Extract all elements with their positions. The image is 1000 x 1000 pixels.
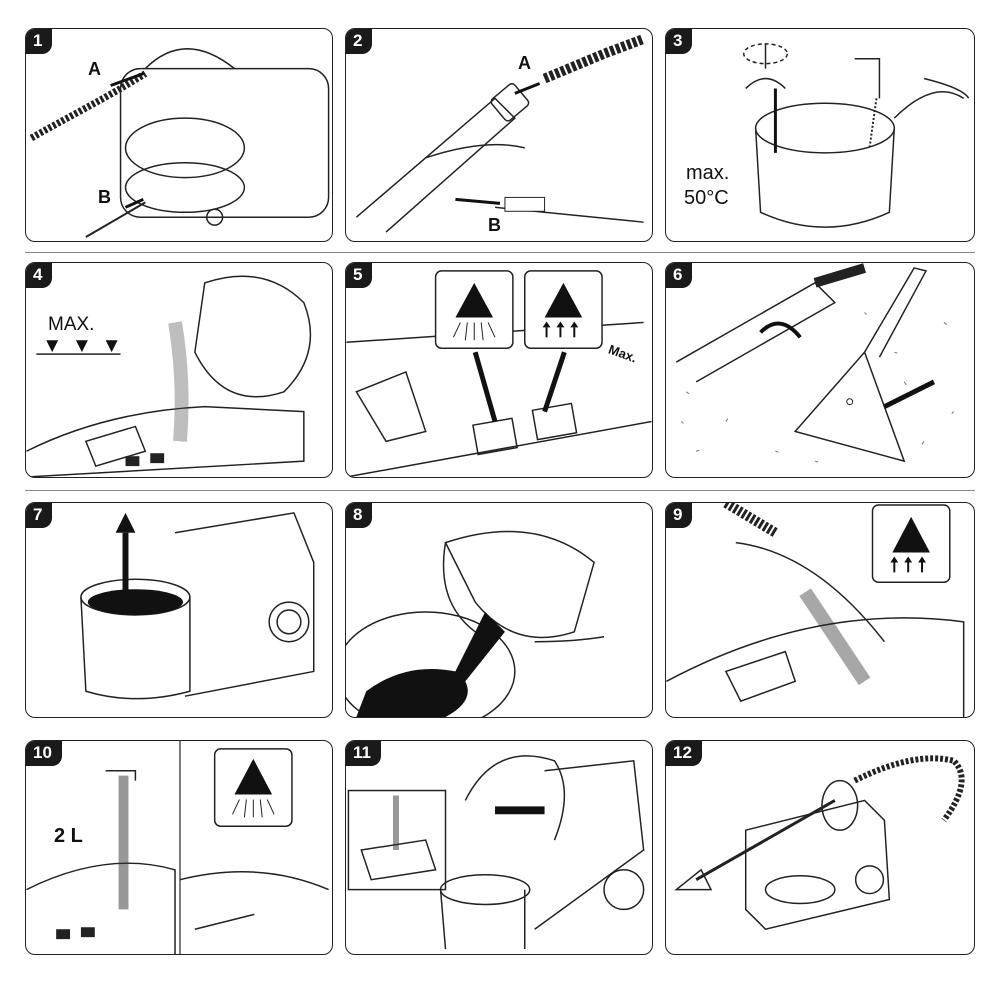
step-number: 11 — [346, 741, 381, 766]
clean-filter-illustration — [347, 755, 645, 950]
step-6-panel: 6 — [665, 262, 975, 478]
temperature-label: 50°C — [684, 187, 729, 209]
label-a: A — [88, 59, 101, 79]
fill-tank-illustration — [742, 43, 970, 228]
step-4-panel: 4 MAX. — [25, 262, 333, 478]
max-fill-label: MAX. — [48, 314, 95, 335]
step-11-panel: 11 — [345, 740, 653, 955]
step-number: 1 — [26, 29, 53, 54]
carpet-spraying-illustration — [675, 263, 955, 463]
select-mode-illustration — [346, 270, 652, 477]
row-divider — [25, 252, 975, 253]
step-number: 5 — [346, 263, 373, 288]
step-number: 12 — [666, 741, 702, 766]
step-number: 4 — [26, 263, 53, 288]
hand-tool-connection-illustration — [355, 34, 646, 233]
step-number: 9 — [666, 503, 693, 528]
storage-illustration — [674, 755, 965, 931]
row-divider — [25, 490, 975, 491]
step-number: 7 — [26, 503, 53, 528]
step-number: 8 — [346, 503, 373, 528]
label-b: B — [98, 187, 111, 207]
add-water-illustration — [26, 741, 329, 954]
rinse-hose-illustration — [666, 503, 965, 717]
step-number: 10 — [26, 741, 62, 766]
step-2-panel: 2 A B — [345, 28, 653, 242]
step-7-panel: 7 — [25, 502, 333, 718]
label-a: A — [518, 53, 531, 73]
water-volume-label: 2 L — [54, 825, 83, 847]
remove-dirty-water-tank-illustration — [80, 512, 315, 700]
label-b: B — [488, 215, 501, 235]
max-label: max. — [686, 162, 730, 184]
step-3-panel: 3 max. 50°C — [665, 28, 975, 242]
step-number: 3 — [666, 29, 693, 54]
step-9-panel: 9 — [665, 502, 975, 718]
step-10-panel: 10 2 L — [25, 740, 333, 955]
step-5-panel: 5 Max. — [345, 262, 653, 478]
step-1-panel: 1 A B — [25, 28, 333, 242]
empty-tank-into-toilet-illustration — [346, 530, 605, 717]
step-number: 6 — [666, 263, 693, 288]
pour-detergent-illustration — [26, 275, 312, 477]
vacuum-hose-connection-illustration — [29, 48, 330, 238]
step-number: 2 — [346, 29, 373, 54]
step-8-panel: 8 — [345, 502, 653, 718]
step-12-panel: 12 — [665, 740, 975, 955]
